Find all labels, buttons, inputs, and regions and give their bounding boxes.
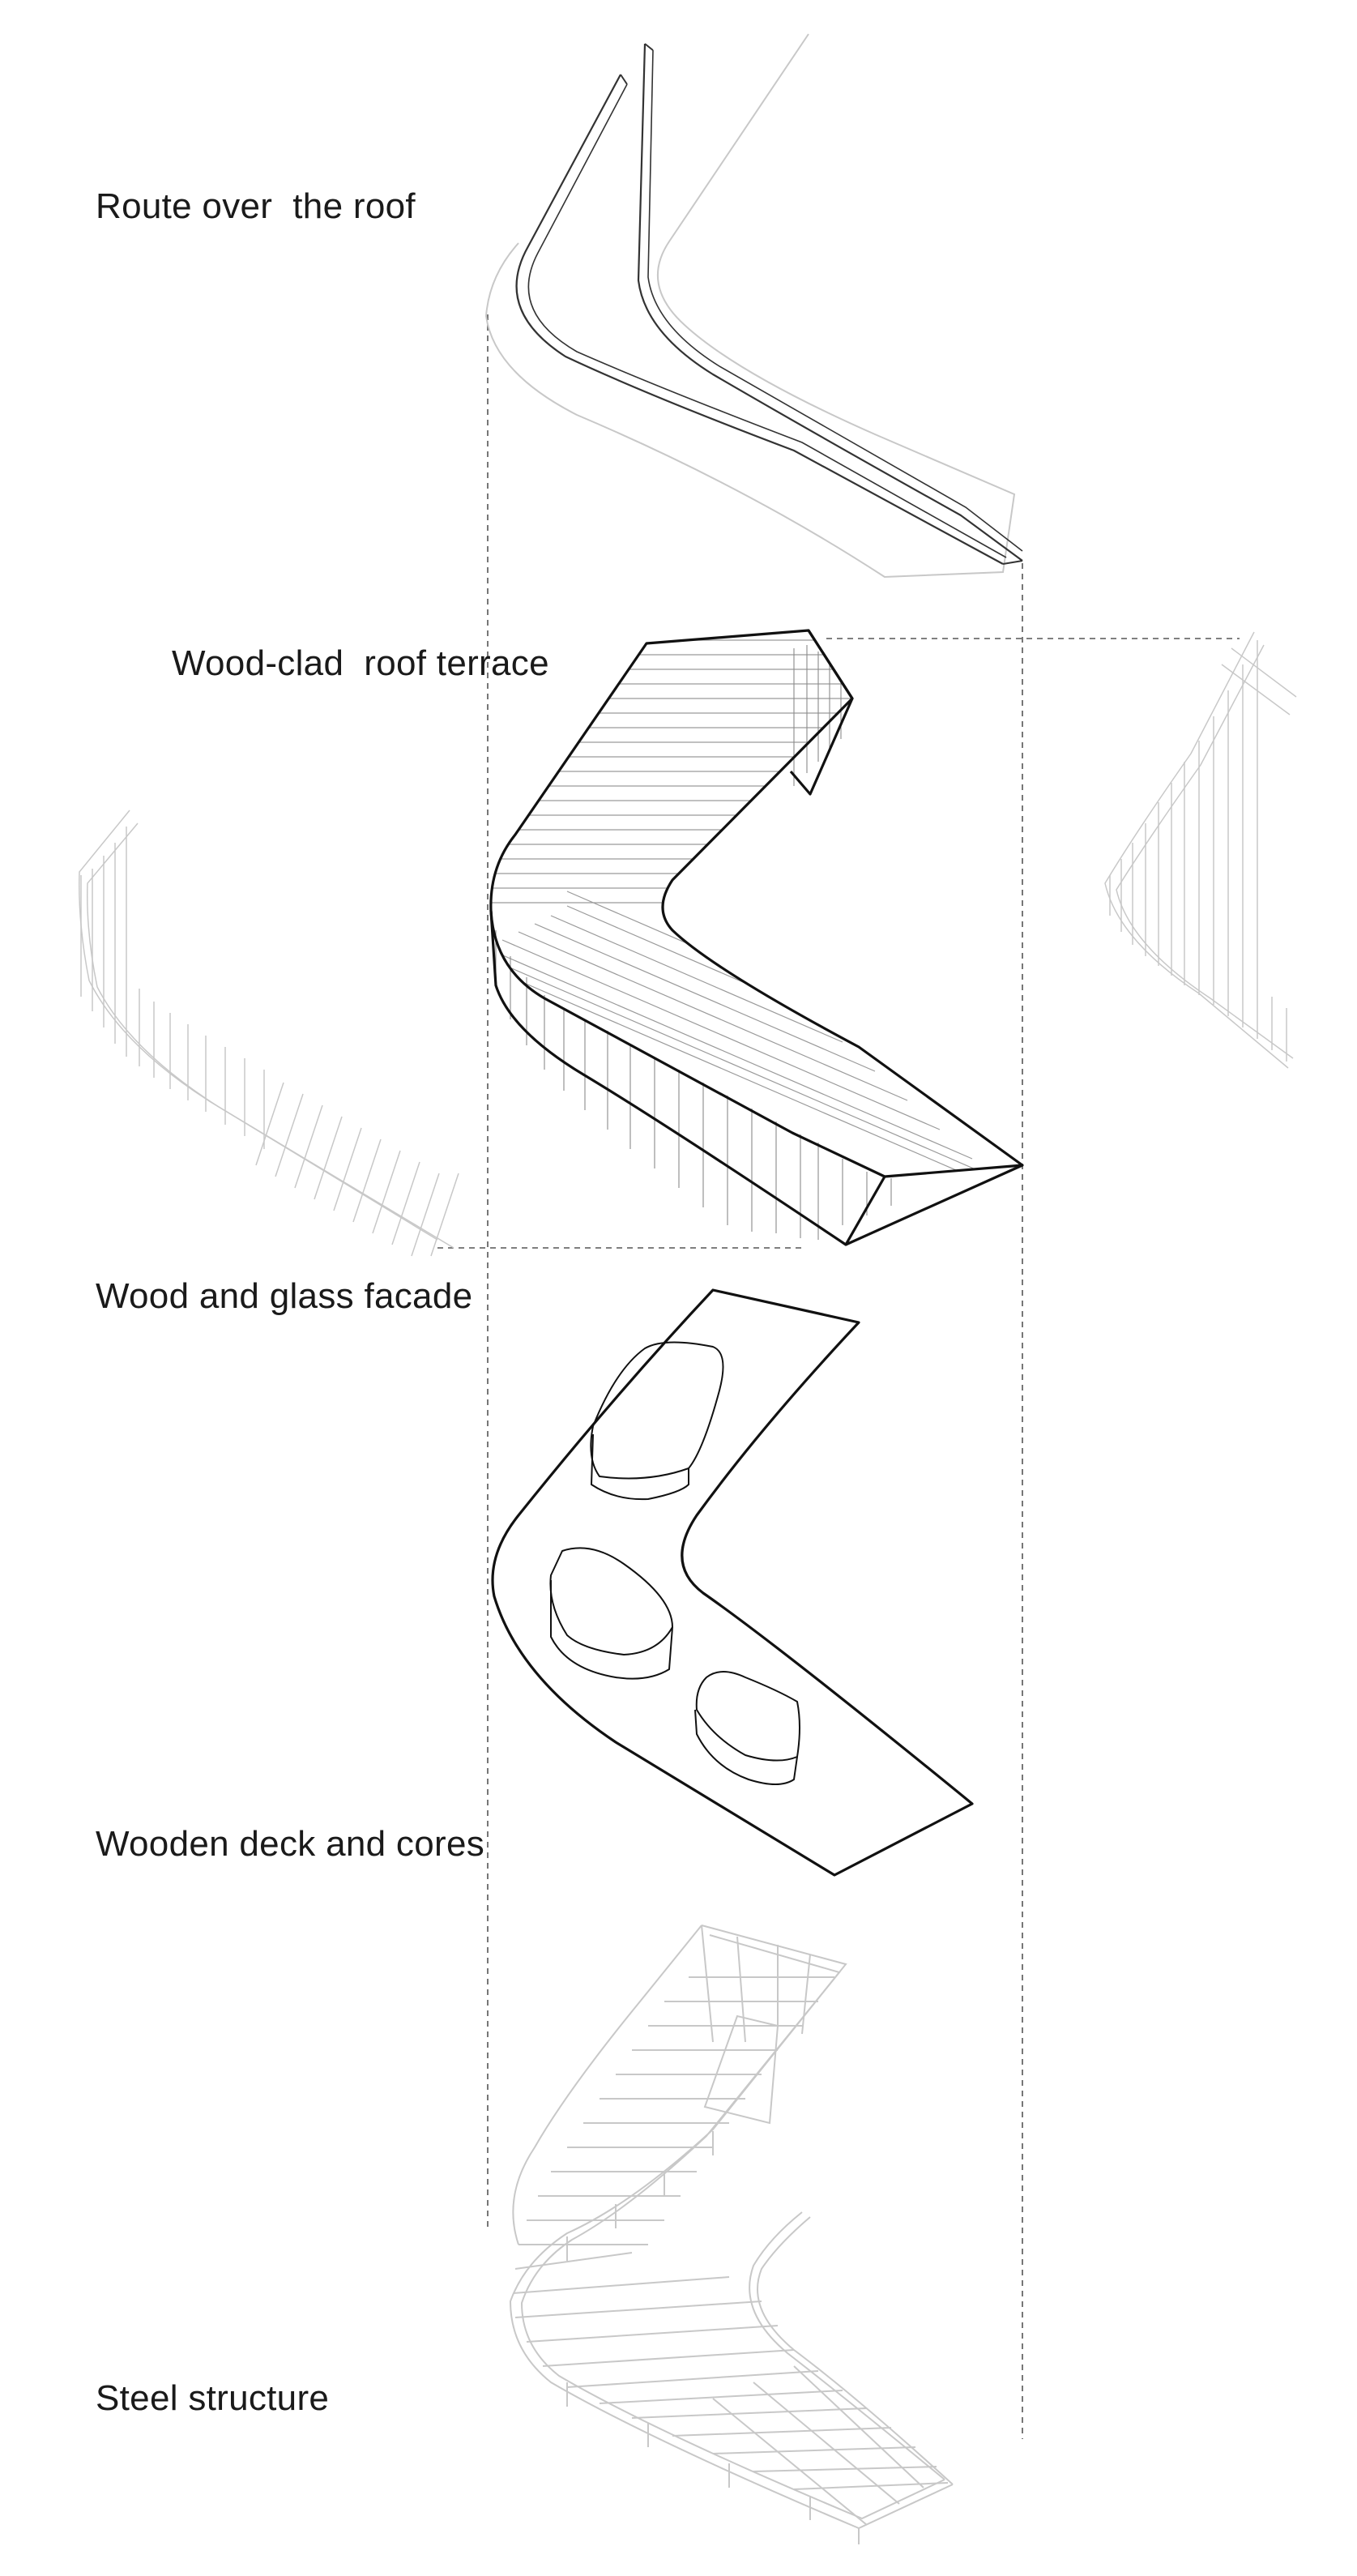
deck-core-3 [694, 1671, 800, 1785]
wooden-deck-drawing [491, 1288, 974, 1877]
terrace-top-outline [489, 629, 1024, 1178]
route-left-rail-top [620, 74, 628, 85]
terrace-end-bottom [845, 1164, 1023, 1246]
layer-label-facade: Wood and glass facade [96, 1276, 473, 1316]
route-right-rail-inner [647, 49, 1023, 552]
terrace-inner-side [789, 630, 854, 796]
steel-structure-drawing [509, 1925, 954, 2544]
route-end-cap [1002, 560, 1023, 565]
route-right-rail-top [644, 43, 654, 51]
deck-core-1 [590, 1341, 724, 1501]
route-over-roof-drawing [484, 33, 1023, 579]
steel-inner-edge [512, 1925, 702, 2245]
layer-label-terrace: Wood-clad roof terrace [172, 643, 549, 683]
facade-right-elevation [1104, 631, 1297, 1069]
route-right-rail [637, 43, 1023, 562]
route-faint-outline [484, 33, 1016, 579]
facade-left-elevation [79, 810, 459, 1257]
layer-label-route: Route over the roof [96, 186, 416, 226]
wood-clad-terrace-drawing [489, 629, 1024, 1246]
deck-slab-outline [491, 1288, 974, 1877]
route-left-rail-inner [527, 83, 1007, 558]
deck-core-2 [549, 1547, 673, 1680]
steel-outer-edge [509, 1925, 954, 2530]
layer-label-deck: Wooden deck and cores [96, 1824, 485, 1864]
alignment-guides [437, 314, 1240, 2439]
terrace-outer-side [489, 910, 886, 1246]
route-left-rail [515, 74, 1004, 565]
layer-label-steel: Steel structure [96, 2378, 330, 2418]
